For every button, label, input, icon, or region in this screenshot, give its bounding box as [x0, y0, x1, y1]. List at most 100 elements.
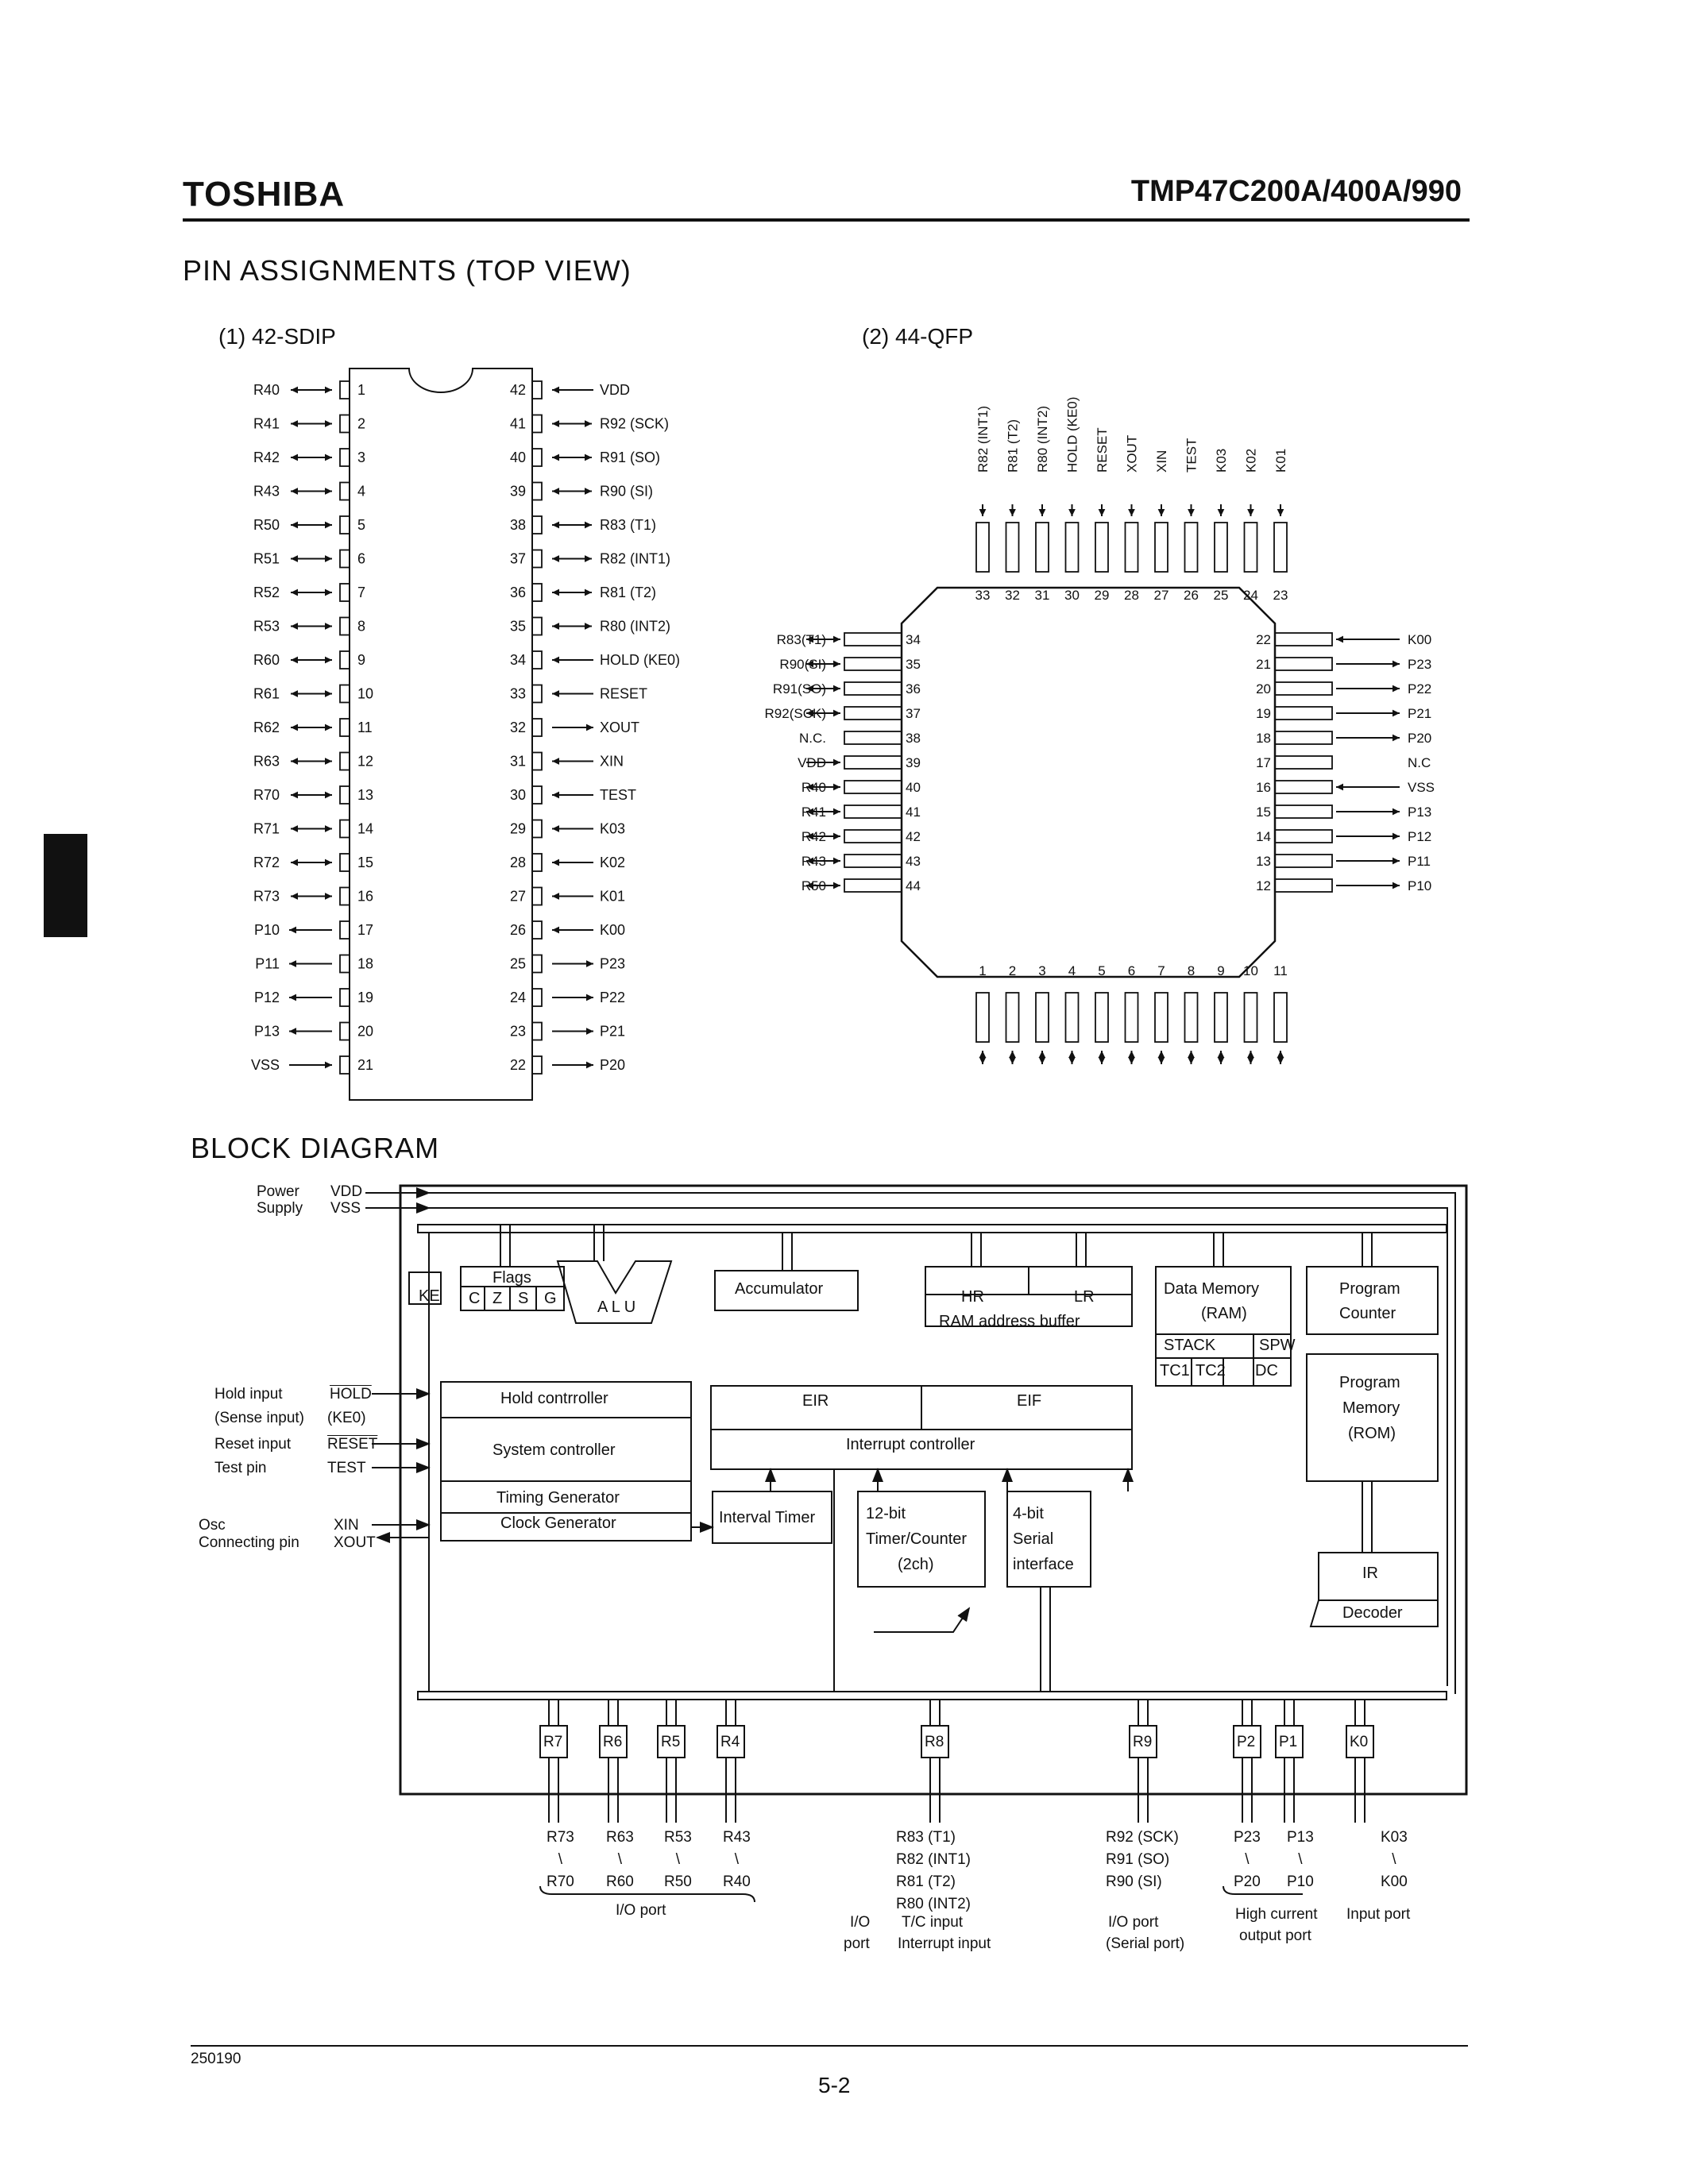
- qfp-pin-number: 20: [1256, 681, 1271, 696]
- sdip-pin-stub: [339, 515, 350, 534]
- block-diagram-heading: BLOCK DIAGRAM: [191, 1132, 440, 1164]
- qfp-pin-label: K01: [1273, 449, 1288, 473]
- sense-input-label: (Sense input): [214, 1410, 305, 1426]
- qfp-pin-label: R83(T1): [777, 632, 826, 647]
- sdip-pin-stub: [339, 751, 350, 771]
- hr-register: HR: [961, 1288, 984, 1306]
- io-label: I/O: [850, 1914, 871, 1931]
- sdip-pin-label: R72: [253, 855, 280, 870]
- qfp-pin-lead: [1005, 992, 1020, 1043]
- qfp-pin-lead: [1154, 522, 1168, 573]
- sdip-pin-number: 17: [357, 922, 373, 938]
- clock-generator: Clock Generator: [500, 1515, 616, 1532]
- qfp-pin-number: 44: [906, 878, 921, 893]
- reset-input-label: Reset input: [214, 1436, 292, 1453]
- qfp-pin-number: 32: [1005, 588, 1020, 603]
- sdip-pin-label: R82 (INT1): [600, 551, 670, 567]
- sdip-pin-label: P11: [255, 956, 280, 972]
- p1-top: P13: [1287, 1829, 1314, 1846]
- sdip-pin-stub: [531, 1021, 543, 1041]
- qfp-pin-number: 16: [1256, 780, 1271, 795]
- qfp-pin-label: XIN: [1154, 450, 1169, 473]
- port-label: port: [844, 1935, 870, 1952]
- sdip-pin-stub: [339, 920, 350, 940]
- flag-c: C: [469, 1290, 481, 1307]
- sdip-pin-label: R42: [253, 450, 280, 465]
- qfp-pin-lead: [1243, 992, 1258, 1043]
- sdip-pin-number: 2: [357, 416, 365, 432]
- qfp-pin-lead: [1124, 992, 1139, 1043]
- qfp-pin-number: 40: [906, 780, 921, 795]
- qfp-pin-lead: [1274, 780, 1333, 794]
- r9-port-group: R92 (SCK)R91 (SO)R90 (SI): [1106, 1827, 1179, 1893]
- r4-bottom: R40: [723, 1873, 751, 1890]
- sdip-pin-label: K01: [600, 889, 625, 905]
- sdip-pin-stub: [531, 785, 543, 805]
- stack-label: STACK: [1164, 1337, 1216, 1354]
- sdip-pin-stub: [339, 448, 350, 467]
- hold-controller: Hold contrroller: [500, 1390, 608, 1407]
- qfp-pin-lead: [1184, 522, 1199, 573]
- qfp-pin-number: 19: [1256, 706, 1271, 721]
- sdip-pin-label: P10: [254, 922, 280, 938]
- program-counter-line1: Program: [1339, 1280, 1400, 1298]
- sdip-pin-number: 20: [357, 1024, 373, 1040]
- page-number: 5-2: [818, 2073, 851, 2097]
- r6-top: R63: [606, 1829, 634, 1846]
- qfp-pin-lead: [844, 780, 902, 794]
- sdip-pin-stub: [531, 718, 543, 737]
- r9-line1: R92 (SCK): [1106, 1829, 1179, 1846]
- tc1-label: TC1: [1160, 1362, 1190, 1379]
- section-tab-marker: [44, 834, 87, 937]
- qfp-pin-label: K02: [1244, 449, 1259, 473]
- flag-s: S: [518, 1290, 529, 1307]
- qfp-pin-lead: [1184, 992, 1199, 1043]
- sdip-pin-label: HOLD (KE0): [600, 652, 680, 668]
- decoder-block: Decoder: [1342, 1604, 1403, 1622]
- p2-port-group: P23\P20: [1234, 1827, 1261, 1893]
- qfp-pin-number: 24: [1243, 588, 1258, 603]
- port-block-p2: P2: [1237, 1734, 1256, 1750]
- sdip-pin-label: P23: [600, 956, 625, 972]
- pin-assignments-heading: PIN ASSIGNMENTS (TOP VIEW): [183, 254, 632, 287]
- sdip-pin-stub: [531, 380, 543, 399]
- r5-port-group: R53\R50: [664, 1827, 692, 1893]
- qfp-pin-label: K00: [1408, 632, 1431, 647]
- sdip-pin-number: 12: [357, 754, 373, 770]
- sdip-pin-number: 37: [510, 551, 526, 567]
- qfp-pin-number: 37: [906, 706, 921, 721]
- qfp-pin-number: 2: [1009, 963, 1016, 978]
- qfp-pin-number: 28: [1124, 588, 1139, 603]
- qfp-pin-label: R80 (INT2): [1035, 406, 1050, 473]
- qfp-pin-number: 8: [1188, 963, 1195, 978]
- data-memory-label: Data Memory: [1164, 1280, 1260, 1298]
- qfp-pin-number: 31: [1035, 588, 1050, 603]
- sdip-pin-number: 26: [510, 922, 526, 938]
- qfp-pin-lead: [1274, 706, 1333, 720]
- qfp-pin-label: R81 (T2): [1006, 419, 1021, 473]
- ke-block: KE: [419, 1287, 440, 1305]
- r8-line1: R83 (T1): [896, 1829, 956, 1846]
- io-port-label: I/O port: [616, 1902, 666, 1919]
- qfp-pin-label: VSS: [1408, 780, 1435, 795]
- port-block-r9: R9: [1133, 1734, 1153, 1750]
- sdip-pin-number: 11: [357, 720, 373, 735]
- sdip-pin-number: 30: [510, 787, 526, 803]
- sdip-pin-stub: [531, 886, 543, 906]
- sdip-pin-stub: [531, 684, 543, 704]
- serial-interface-line1: 4-bit: [1013, 1505, 1044, 1522]
- qfp-pin-label: HOLD (KE0): [1065, 397, 1080, 473]
- sdip-pin-number: 14: [357, 821, 373, 837]
- interrupt-controller: Interrupt controller: [846, 1436, 975, 1453]
- xin-signal: XIN: [334, 1517, 359, 1534]
- qfp-pin-lead: [1035, 522, 1049, 573]
- r8-port-group: R83 (T1)R82 (INT1)R81 (T2)R80 (INT2): [896, 1827, 971, 1916]
- sdip-pin-stub: [339, 380, 350, 399]
- sdip-pin-label: P12: [254, 990, 280, 1005]
- qfp-pin-number: 35: [906, 657, 921, 672]
- sdip-pin-label: R63: [253, 754, 280, 770]
- sdip-pin-stub: [531, 583, 543, 602]
- qfp-pin-number: 15: [1256, 805, 1271, 820]
- sdip-pin-label: P20: [600, 1057, 625, 1073]
